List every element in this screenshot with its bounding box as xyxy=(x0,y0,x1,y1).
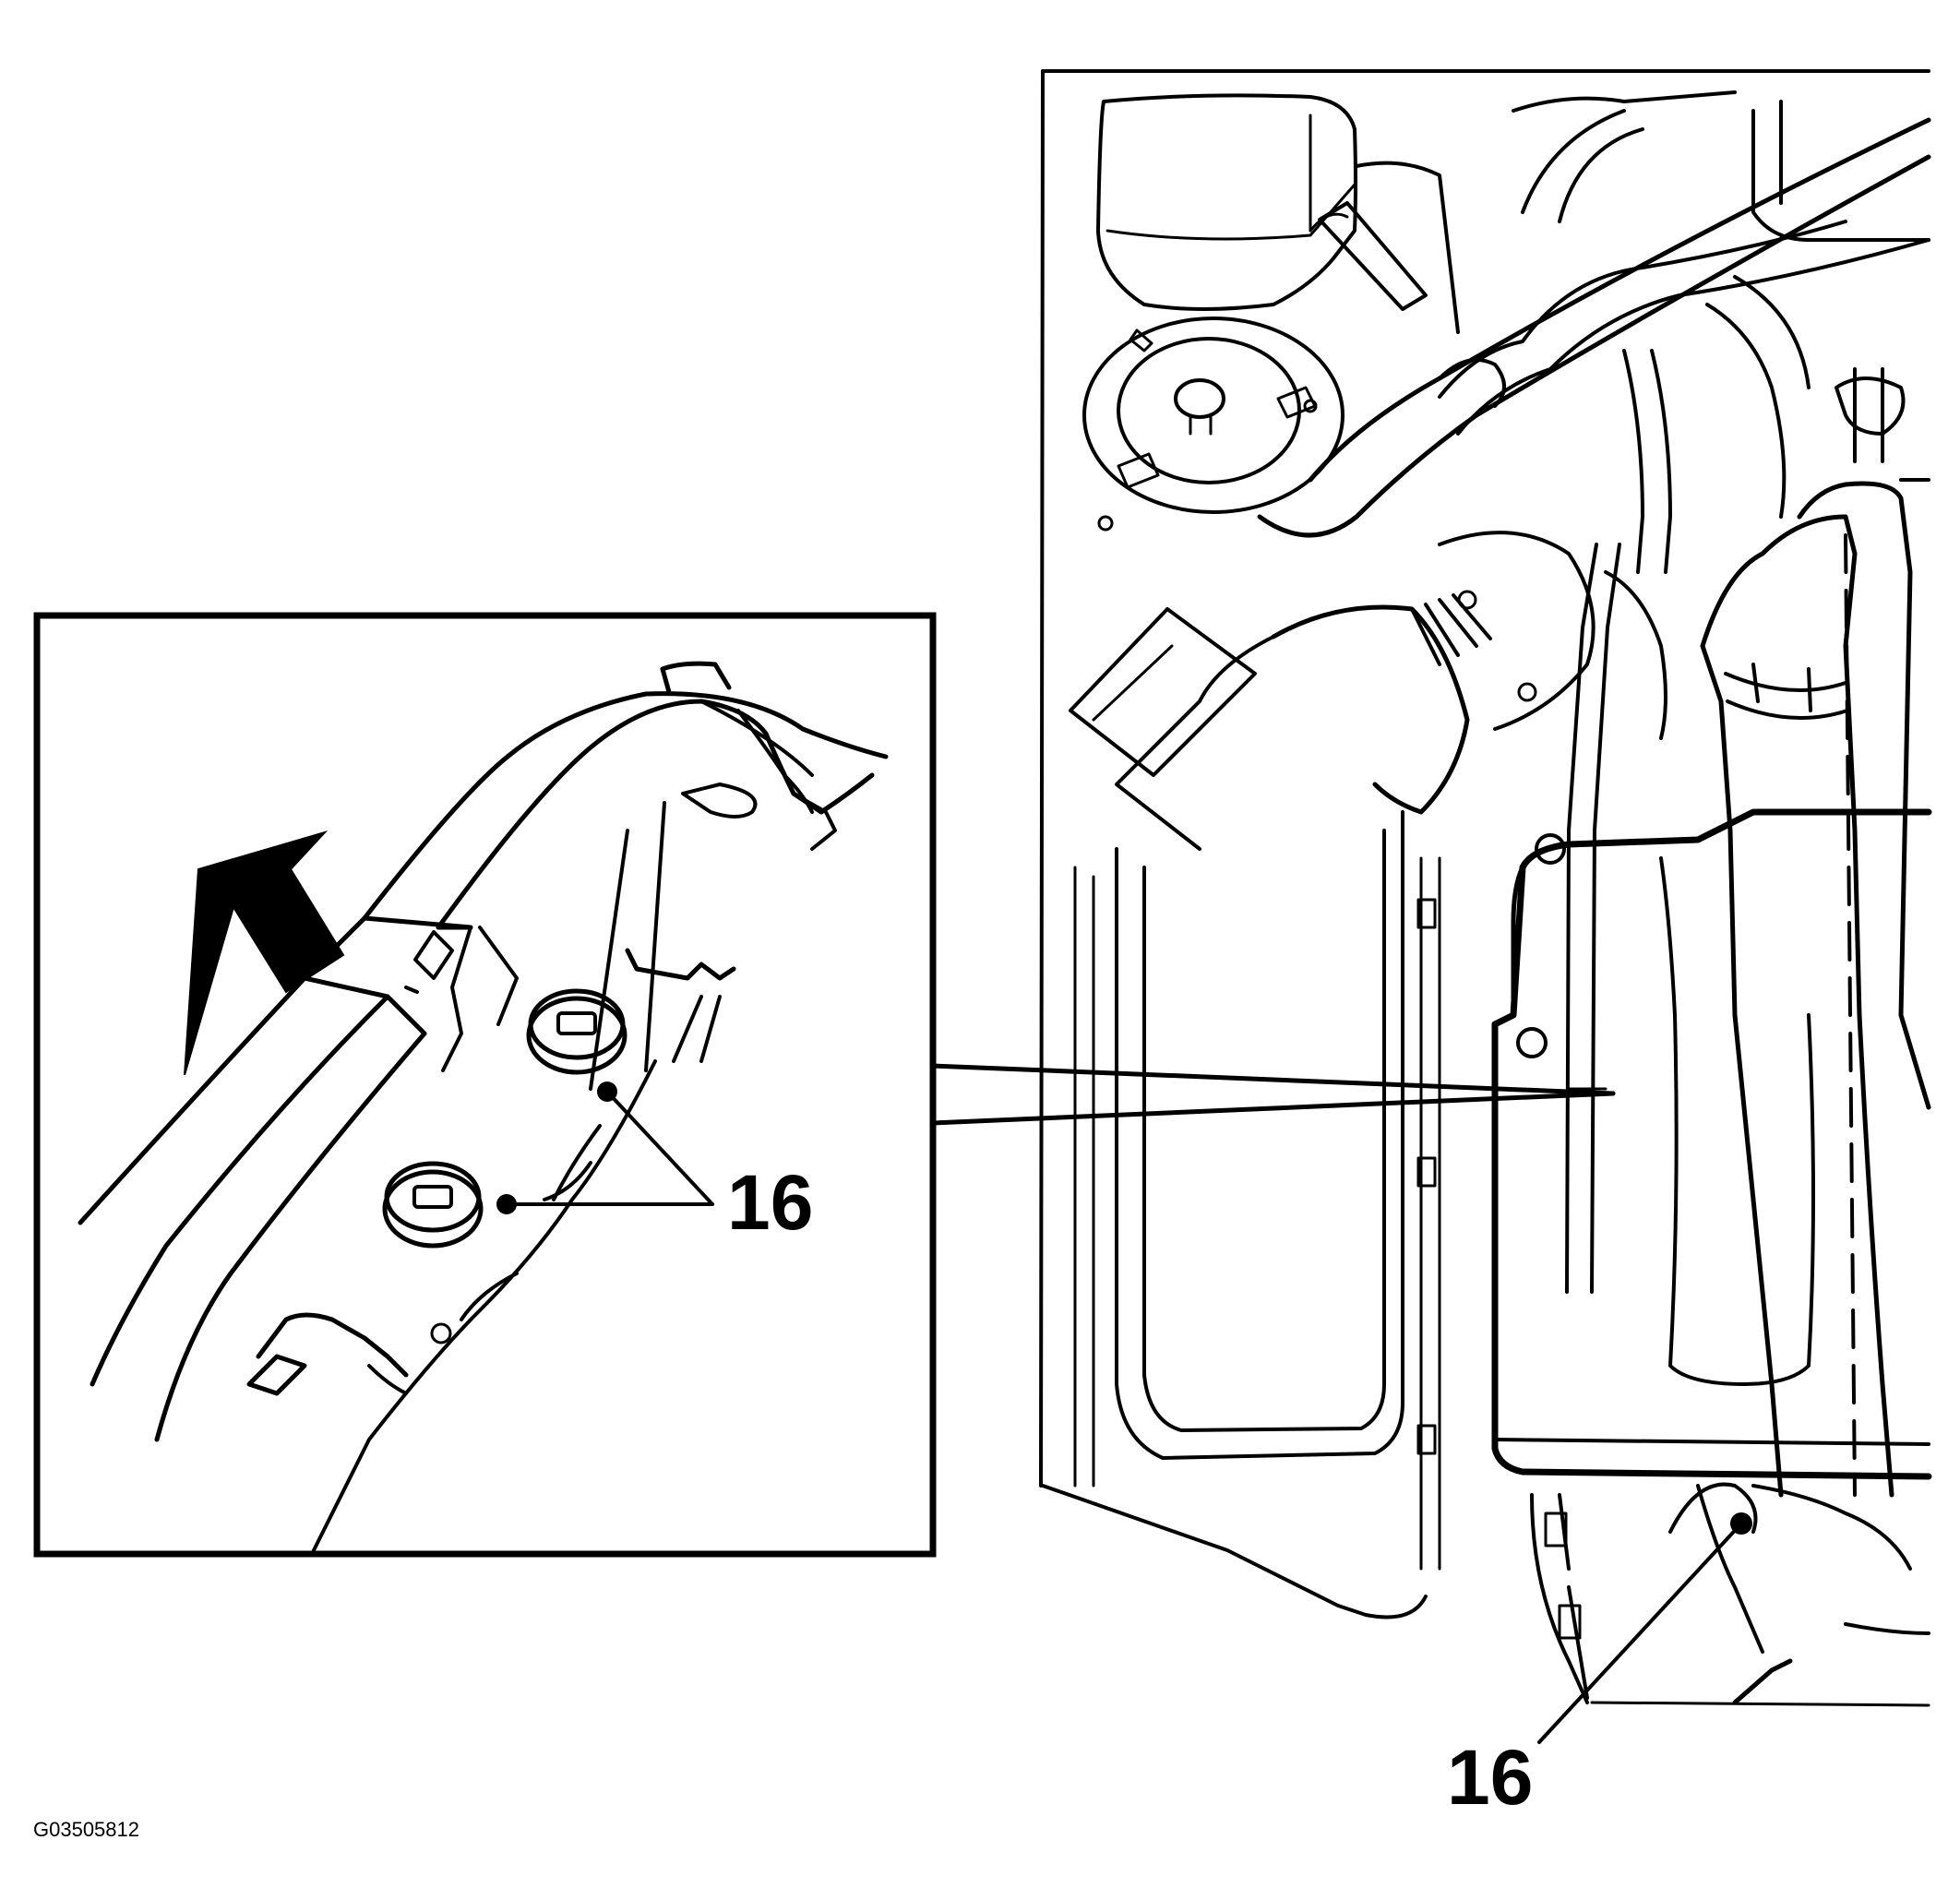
coolant-hose xyxy=(1700,478,1931,1498)
main-view-bottom-edge xyxy=(1590,1701,1930,1707)
main-view-left-edge xyxy=(1039,69,1045,1488)
callout-16-inset: 16 xyxy=(727,1159,813,1246)
fastener-upper xyxy=(526,988,627,1075)
inset-detail: 16 xyxy=(33,612,1616,1558)
bracket-rail xyxy=(78,661,889,1552)
lower-components xyxy=(1530,1482,1930,1705)
zoom-line-upper xyxy=(930,1063,1616,1096)
fuel-lines xyxy=(1565,543,1667,1294)
fastener-lower xyxy=(382,1161,484,1249)
reservoir-ridge xyxy=(1105,183,1356,241)
leader-line-inset-upper xyxy=(605,1090,714,1206)
strut-brace xyxy=(1257,117,1931,538)
intake-duct xyxy=(1069,531,1595,851)
main-view: 16 xyxy=(1039,69,1932,1821)
inset-frame xyxy=(33,612,937,1558)
control-module-box xyxy=(1491,808,1932,1480)
fastener-16-main xyxy=(1537,1512,1752,1744)
figure-id: G03505812 xyxy=(33,1818,139,1841)
zoom-line-lower xyxy=(930,1091,1616,1126)
direction-arrow-icon xyxy=(184,831,345,1076)
hoses-upper xyxy=(1355,90,1930,574)
air-filter-housing xyxy=(1041,810,1441,1619)
leader-line-main xyxy=(1537,1522,1743,1744)
reservoir-block xyxy=(1096,93,1357,311)
strut-mount xyxy=(1082,317,1345,532)
callout-16-main: 16 xyxy=(1447,1734,1533,1821)
